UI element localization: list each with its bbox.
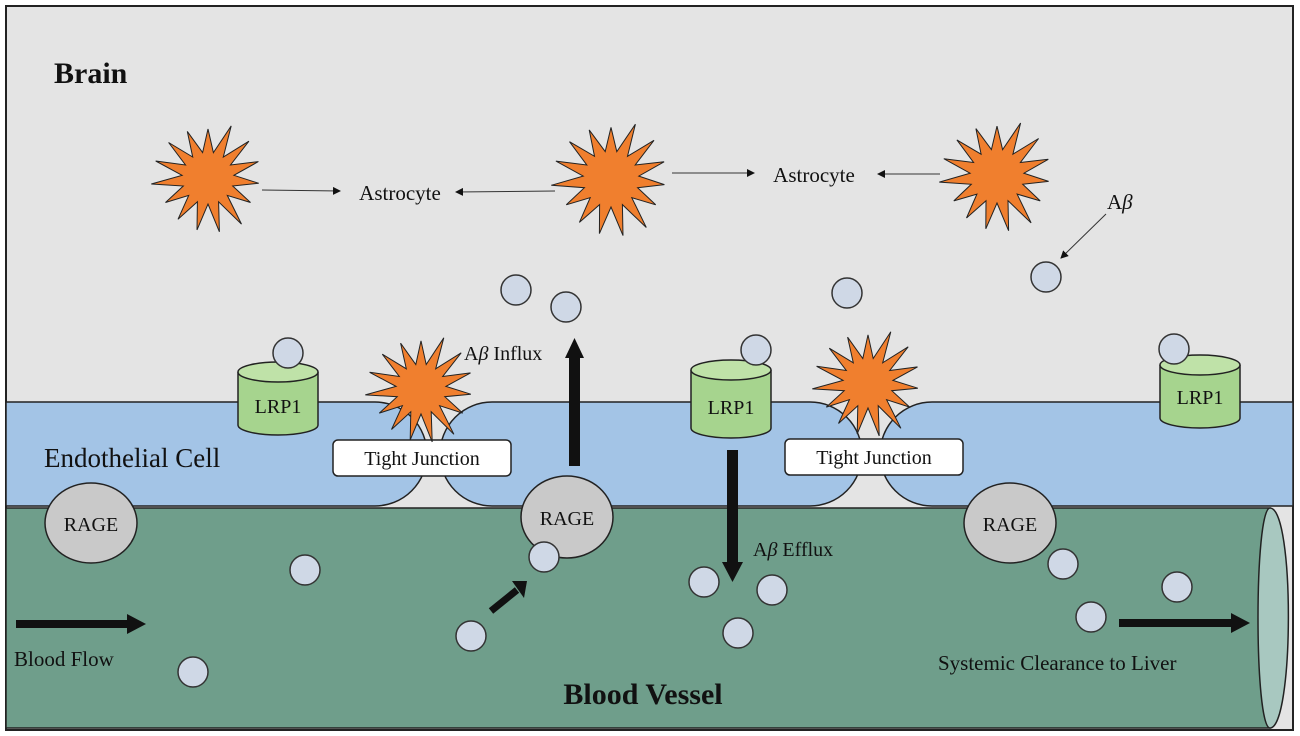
lrp1-label: LRP1 bbox=[1177, 387, 1224, 409]
abeta-particle bbox=[289, 554, 321, 586]
abeta-particle bbox=[177, 656, 209, 688]
abeta-particle bbox=[550, 291, 582, 323]
lrp1-transporter: LRP1 bbox=[237, 361, 319, 436]
abeta-particle bbox=[756, 574, 788, 606]
lrp1-label: LRP1 bbox=[255, 396, 302, 418]
astrocyte-shape bbox=[151, 125, 259, 232]
abeta-particle bbox=[1030, 261, 1062, 293]
efflux-label: Aβ Efflux bbox=[753, 539, 833, 561]
rage-receptor: RAGE bbox=[963, 482, 1057, 564]
clearance-arrow bbox=[1119, 613, 1250, 633]
abeta-particle bbox=[1047, 548, 1079, 580]
abeta-particle bbox=[722, 617, 754, 649]
efflux-arrow bbox=[722, 450, 743, 582]
blood-vessel-label: Blood Vessel bbox=[563, 678, 722, 711]
influx-label: Aβ Influx bbox=[464, 343, 542, 365]
astrocyte-shape bbox=[812, 331, 918, 437]
rage-uptake-arrow bbox=[488, 581, 527, 614]
astrocyte-shape bbox=[365, 337, 471, 443]
brain-label: Brain bbox=[54, 57, 128, 90]
rage-label: RAGE bbox=[540, 508, 594, 530]
tight-junction: Tight Junction bbox=[332, 439, 512, 477]
astrocyte-label: Astrocyte bbox=[359, 181, 441, 205]
tight-junction-label: Tight Junction bbox=[816, 447, 931, 469]
tight-junction-label: Tight Junction bbox=[364, 448, 479, 470]
rage-receptor: RAGE bbox=[520, 475, 614, 559]
lrp1-transporter: LRP1 bbox=[1159, 354, 1241, 429]
rage-receptor: RAGE bbox=[44, 482, 138, 564]
abeta-particle bbox=[1161, 571, 1193, 603]
lrp1-label: LRP1 bbox=[708, 397, 755, 419]
abeta-particle bbox=[272, 337, 304, 369]
blood-flow-label: Blood Flow bbox=[14, 647, 115, 671]
abeta-particle bbox=[1075, 601, 1107, 633]
abeta-particle bbox=[455, 620, 487, 652]
pointer-arrow bbox=[455, 187, 556, 196]
endothelial-cell-label: Endothelial Cell bbox=[44, 443, 220, 473]
astrocyte-shape bbox=[939, 122, 1049, 231]
rage-label: RAGE bbox=[983, 514, 1037, 536]
rage-label: RAGE bbox=[64, 514, 118, 536]
abeta-particle bbox=[1158, 333, 1190, 365]
astrocyte-shape bbox=[551, 123, 665, 236]
pointer-arrow bbox=[1060, 213, 1107, 259]
blood-vessel bbox=[5, 507, 1290, 729]
abeta-label: Aβ bbox=[1107, 190, 1133, 214]
tight-junction: Tight Junction bbox=[784, 438, 964, 476]
abeta-particle bbox=[688, 566, 720, 598]
lrp1-transporter: LRP1 bbox=[690, 359, 772, 439]
clearance-label: Systemic Clearance to Liver bbox=[938, 651, 1177, 675]
abeta-particle bbox=[831, 277, 863, 309]
abeta-particle bbox=[500, 274, 532, 306]
astrocyte-label: Astrocyte bbox=[773, 163, 855, 187]
abeta-particle bbox=[740, 334, 772, 366]
influx-arrow bbox=[565, 338, 584, 466]
blood-flow-arrow bbox=[16, 614, 146, 634]
pointer-arrow bbox=[261, 186, 341, 195]
vessel-lumen-end bbox=[1257, 507, 1290, 729]
abeta-particle bbox=[528, 541, 560, 573]
